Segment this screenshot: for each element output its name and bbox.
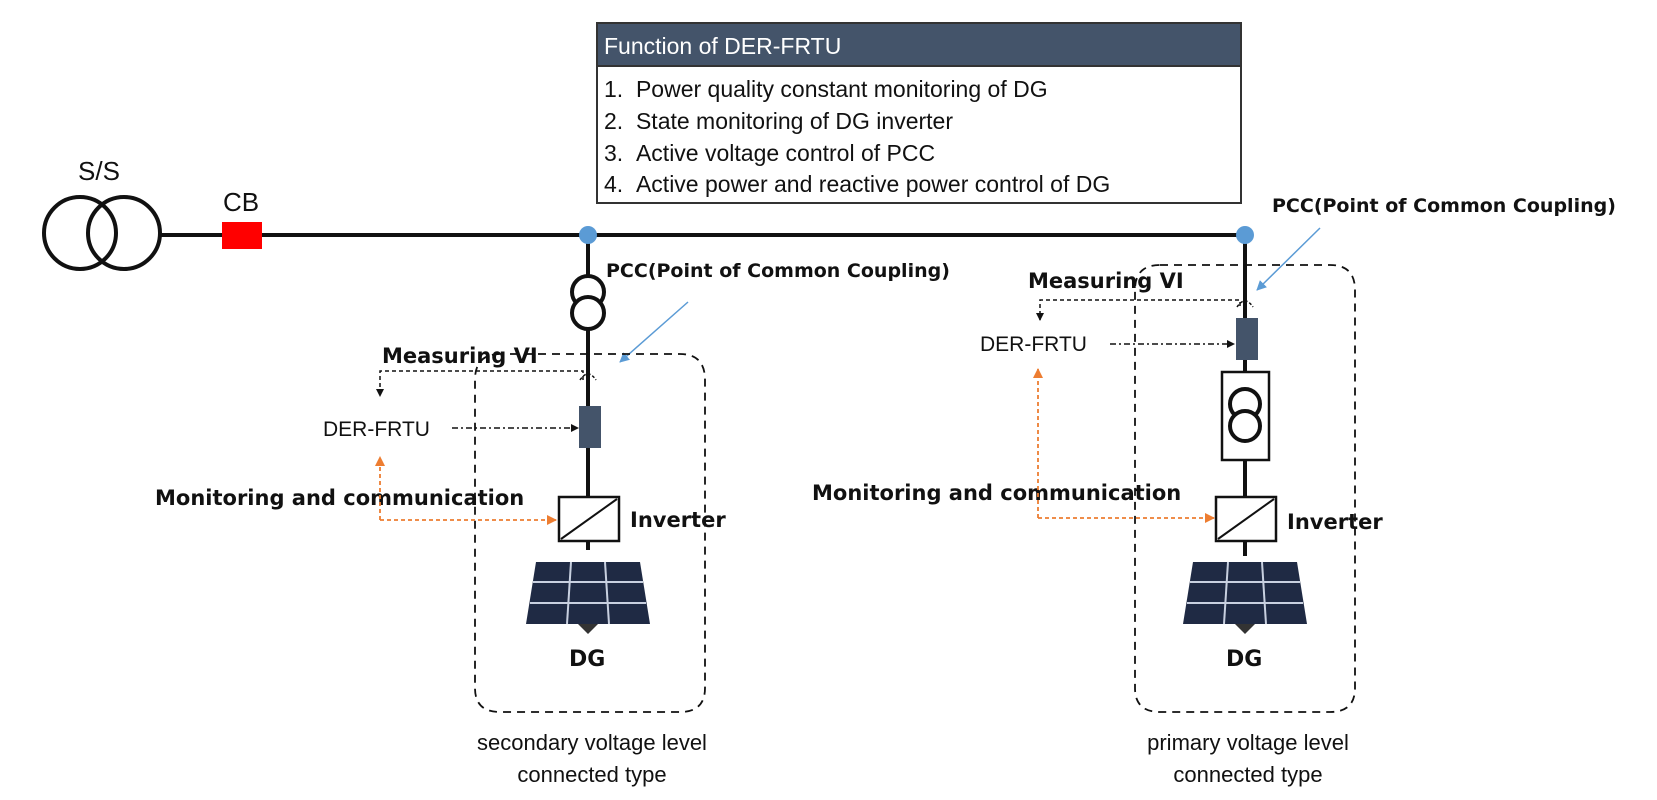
right-branch: PCC(Point of Common Coupling) Measuring … <box>812 195 1616 787</box>
left-measuring-ct-icon <box>579 373 597 381</box>
right-monitoring-label: Monitoring and communication <box>812 481 1181 505</box>
function-item-1: 1. Power quality constant monitoring of … <box>604 76 1048 102</box>
right-frtu-device-icon <box>1236 318 1258 360</box>
right-distribution-transformer-icon <box>1220 370 1271 462</box>
left-inverter-icon <box>557 495 621 543</box>
function-box-title: Function of DER-FRTU <box>604 33 841 59</box>
function-item-2: 2. State monitoring of DG inverter <box>604 108 953 134</box>
circuit-breaker-icon <box>222 222 262 249</box>
substation-label: S/S <box>78 156 120 186</box>
left-distribution-transformer-icon <box>570 274 606 331</box>
right-measuring-label: Measuring VI <box>1028 269 1184 293</box>
left-frtu-label: DER-FRTU <box>323 418 430 441</box>
left-monitoring-label: Monitoring and communication <box>155 486 524 510</box>
right-pcc-pointer-arrow <box>1256 227 1321 291</box>
left-inverter-label: Inverter <box>630 508 726 532</box>
left-pcc-label: PCC(Point of Common Coupling) <box>606 260 950 282</box>
function-box-header <box>598 24 1240 66</box>
function-item-4: 4. Active power and reactive power contr… <box>604 171 1110 197</box>
left-caption-line2: connected type <box>517 762 666 787</box>
left-caption-line1: secondary voltage level <box>477 730 707 755</box>
right-inverter-label: Inverter <box>1287 510 1383 534</box>
function-item-3: 3. Active voltage control of PCC <box>604 140 935 166</box>
left-pcc-pointer-arrow <box>619 301 689 363</box>
substation-transformer-icon <box>42 195 162 271</box>
right-pcc-node <box>1236 226 1254 244</box>
right-caption-line1: primary voltage level <box>1147 730 1349 755</box>
right-pcc-label: PCC(Point of Common Coupling) <box>1272 195 1616 217</box>
right-measuring-arrow <box>1036 299 1241 321</box>
right-dg-label: DG <box>1226 647 1262 672</box>
left-solar-panel-icon <box>525 561 651 635</box>
left-frtu-device-icon <box>579 406 601 448</box>
right-boundary-dashed <box>1134 264 1356 713</box>
left-pcc-node <box>579 226 597 244</box>
function-box: Function of DER-FRTU 1. Power quality co… <box>596 22 1242 204</box>
breaker-label: CB <box>223 187 259 217</box>
right-frtu-label: DER-FRTU <box>980 333 1087 356</box>
right-measuring-ct-icon <box>1236 300 1254 308</box>
right-solar-panel-icon <box>1182 561 1308 635</box>
left-measuring-label: Measuring VI <box>382 344 538 368</box>
left-measuring-arrow <box>376 370 584 397</box>
right-inverter-icon <box>1214 495 1278 543</box>
left-dg-label: DG <box>569 647 605 672</box>
right-caption-line2: connected type <box>1173 762 1322 787</box>
left-branch: PCC(Point of Common Coupling) Measuring … <box>155 226 950 787</box>
